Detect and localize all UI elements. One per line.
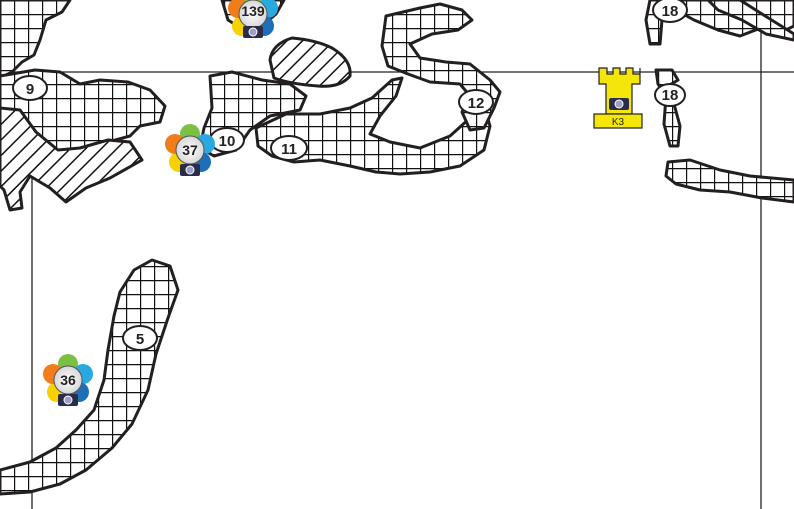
passage-right-band xyxy=(664,158,794,204)
passage-area-18-mid xyxy=(654,68,682,148)
area-label-9-text: 9 xyxy=(26,81,34,98)
area-label-18-mid-text: 18 xyxy=(662,87,679,104)
photo-marker-36-text: 36 xyxy=(60,372,76,388)
photo-marker-37-text: 37 xyxy=(182,142,198,158)
camera-icon xyxy=(243,26,263,38)
tower-marker-k3[interactable]: K3 xyxy=(593,67,643,129)
tower-marker-k3-label: K3 xyxy=(612,117,625,128)
camera-icon xyxy=(180,164,200,176)
area-label-18-mid[interactable]: 18 xyxy=(654,83,686,107)
area-label-10[interactable]: 10 xyxy=(209,127,245,153)
flower-icon xyxy=(43,354,93,402)
passage-diagonal-left xyxy=(0,106,144,212)
area-label-12[interactable]: 12 xyxy=(458,89,494,115)
cave-passages xyxy=(0,0,794,496)
area-label-18-top-text: 18 xyxy=(662,3,679,20)
photo-marker-139-text: 139 xyxy=(241,3,265,19)
passage-area-18-right xyxy=(706,0,794,42)
photo-marker-36[interactable]: 36 xyxy=(43,354,93,406)
area-label-11-text: 11 xyxy=(281,141,297,158)
area-label-11[interactable]: 11 xyxy=(270,135,308,161)
photo-marker-139[interactable]: 139 xyxy=(228,0,278,38)
passage-top-left xyxy=(0,0,72,80)
passage-area-5 xyxy=(0,258,180,496)
camera-icon xyxy=(58,394,78,406)
area-label-18-top[interactable]: 18 xyxy=(652,0,688,23)
area-label-12-text: 12 xyxy=(468,95,485,112)
area-label-5-text: 5 xyxy=(136,331,144,348)
area-label-10-text: 10 xyxy=(219,133,236,150)
camera-icon xyxy=(609,98,629,110)
passage-diagonal-center xyxy=(268,36,352,88)
area-label-9[interactable]: 9 xyxy=(12,75,48,101)
area-label-5[interactable]: 5 xyxy=(122,325,158,351)
photo-marker-37[interactable]: 37 xyxy=(165,124,215,176)
